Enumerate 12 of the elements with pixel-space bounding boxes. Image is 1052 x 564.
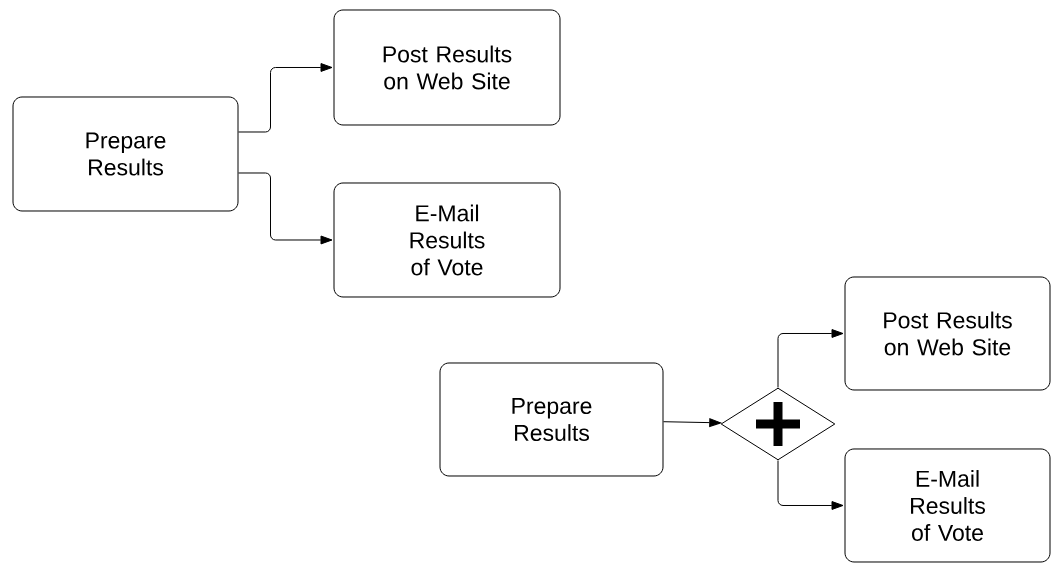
process-box: E-Mail Results of Vote bbox=[333, 182, 561, 298]
arrow bbox=[663, 418, 722, 428]
process-box: E-Mail Results of Vote bbox=[844, 448, 1051, 563]
process-box: Prepare Results bbox=[439, 362, 664, 477]
arrow bbox=[777, 329, 844, 388]
process-box: Post Results on Web Site bbox=[844, 276, 1051, 391]
process-box: Prepare Results bbox=[12, 96, 239, 212]
parallel-gateway-diamond bbox=[720, 387, 836, 461]
process-box: Post Results on Web Site bbox=[333, 9, 561, 126]
arrow bbox=[777, 460, 844, 510]
arrow bbox=[238, 63, 333, 133]
arrow bbox=[238, 172, 333, 245]
